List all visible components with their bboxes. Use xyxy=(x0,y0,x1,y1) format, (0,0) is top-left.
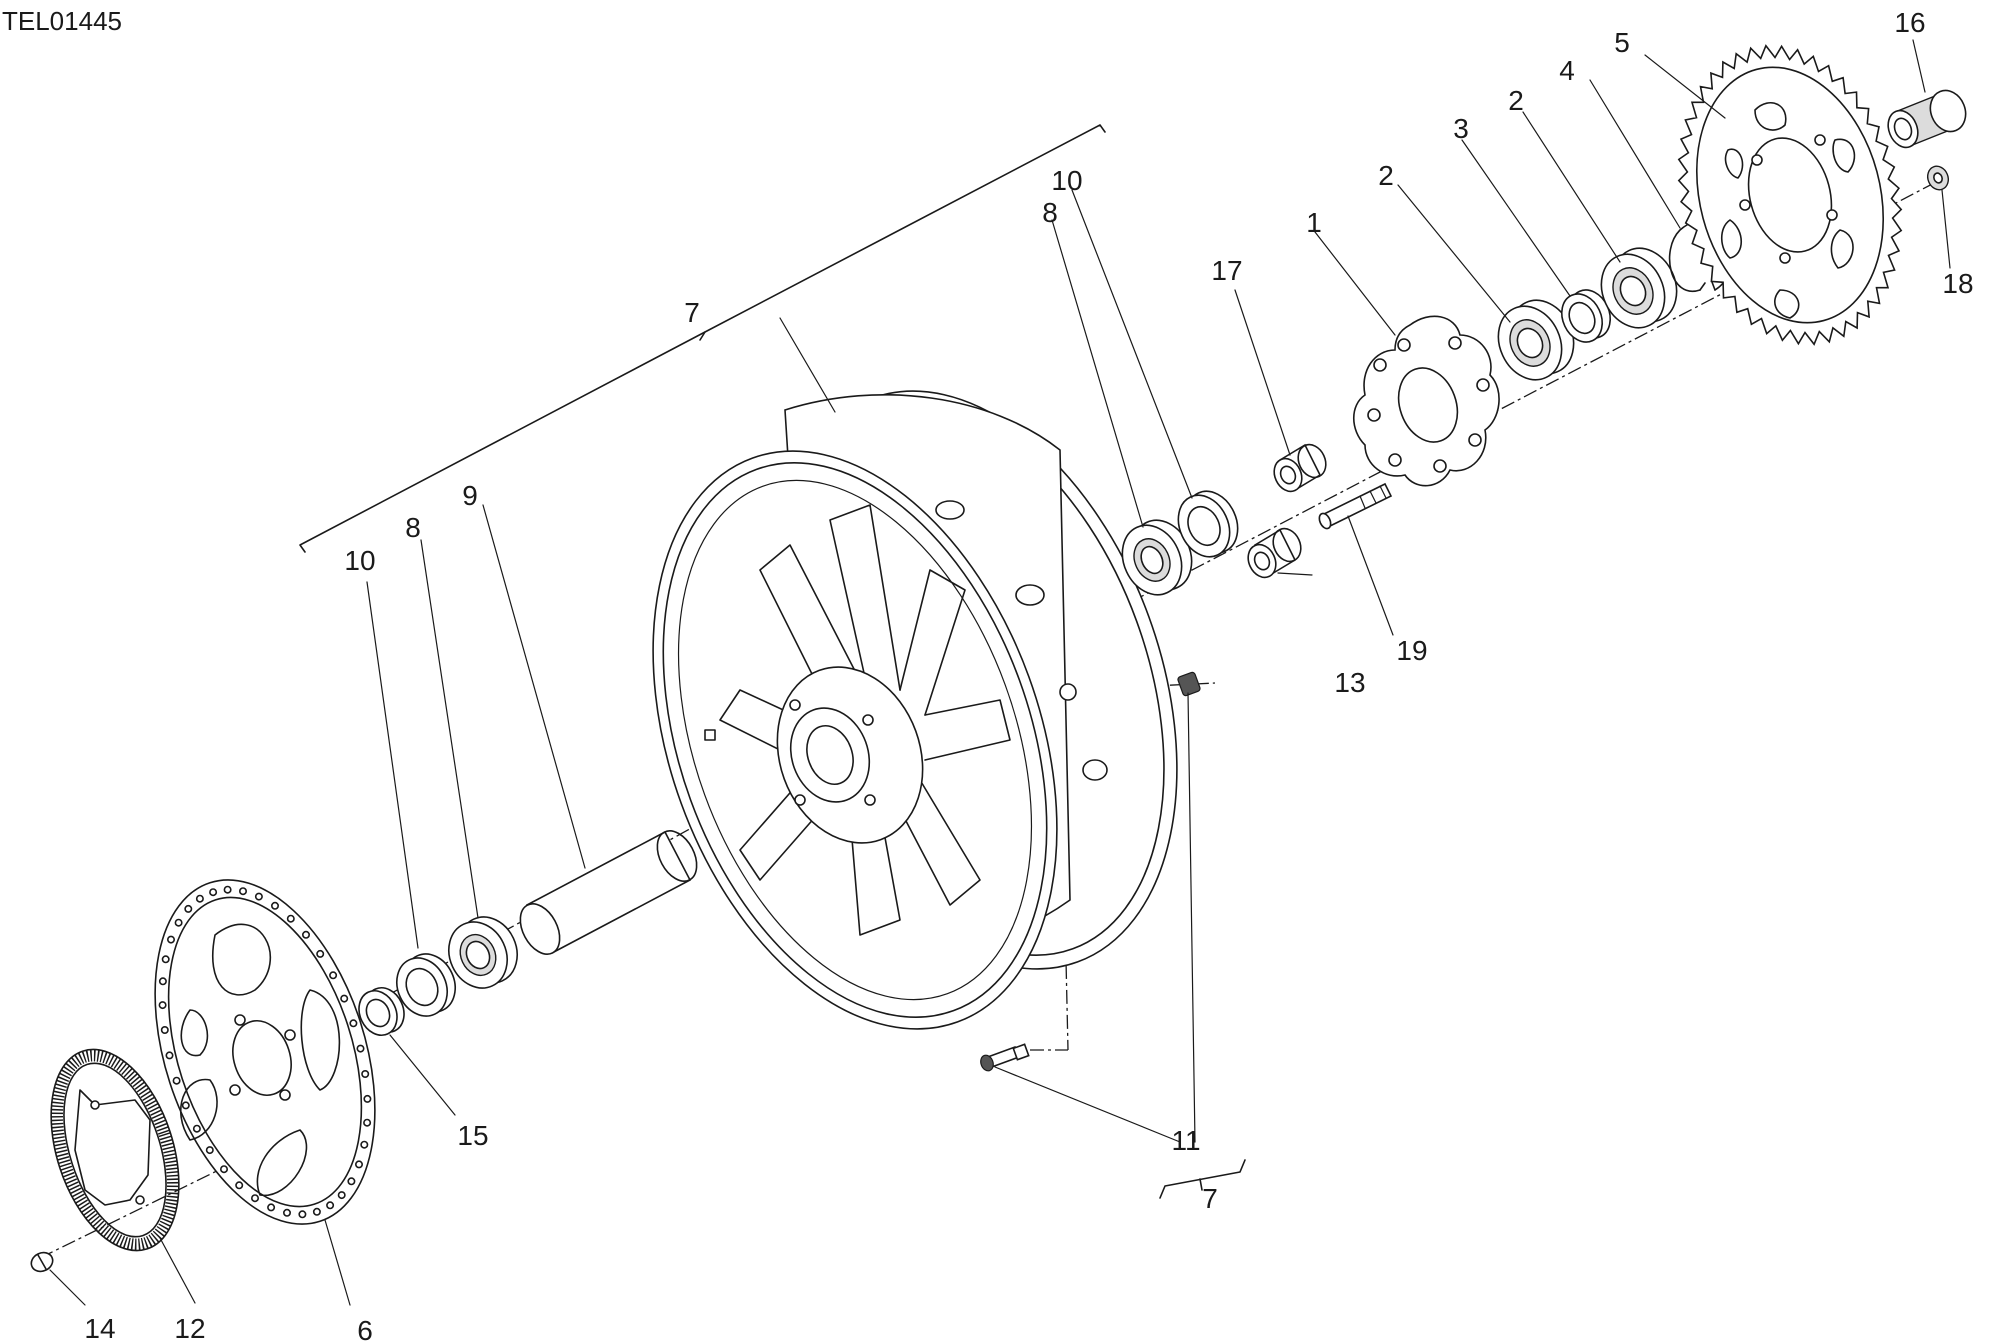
spacer-3 xyxy=(1560,289,1612,343)
seal-10-right xyxy=(1177,490,1239,558)
disc-drill-hole xyxy=(184,904,193,913)
callout-18: 18 xyxy=(1942,268,1973,299)
callout-7b: 7 xyxy=(1202,1183,1218,1214)
disc-drill-hole xyxy=(312,1207,321,1216)
callout-16: 16 xyxy=(1894,7,1925,38)
bearing-2-right xyxy=(1600,247,1678,329)
disc-drill-hole xyxy=(181,1101,190,1110)
disc-drill-hole xyxy=(158,977,167,986)
disc-drill-hole xyxy=(347,1177,356,1186)
disc-drill-hole xyxy=(254,892,263,901)
diagram-code: TEL01445 xyxy=(2,6,122,36)
disc-drill-hole xyxy=(267,1203,276,1212)
disc-drill-hole xyxy=(361,1070,370,1079)
callout-15: 15 xyxy=(457,1120,488,1151)
tyre-valve-11 xyxy=(980,1043,1068,1072)
disc-drill-hole xyxy=(316,949,325,958)
disc-drill-hole xyxy=(174,918,183,927)
disc-drill-hole xyxy=(360,1140,369,1149)
disc-drill-hole xyxy=(160,1026,169,1035)
axle-spacer-9 xyxy=(519,830,698,955)
disc-drill-hole xyxy=(158,1001,167,1010)
leader-lines xyxy=(49,39,1951,1306)
disc-drill-hole xyxy=(340,994,349,1003)
seal-10-left xyxy=(396,953,456,1017)
disc-drill-hole xyxy=(223,885,232,894)
disc-drill-hole xyxy=(172,1076,181,1085)
callout-2a: 2 xyxy=(1378,160,1394,191)
pin-19 xyxy=(1318,482,1393,530)
callout-10b: 10 xyxy=(344,545,375,576)
disc-drill-hole xyxy=(235,1181,244,1190)
callout-8b: 8 xyxy=(405,512,421,543)
brake-disc-6 xyxy=(154,879,376,1225)
disc-drill-hole xyxy=(298,1210,307,1219)
callout-8a: 8 xyxy=(1042,197,1058,228)
callout-9: 9 xyxy=(462,480,478,511)
nut-18 xyxy=(1926,165,1950,191)
disc-drill-hole xyxy=(329,971,338,980)
callout-13: 13 xyxy=(1334,667,1365,698)
wheel-plug-11 xyxy=(1177,671,1201,697)
disc-drill-hole xyxy=(205,1146,214,1155)
callout-14: 14 xyxy=(84,1313,115,1343)
callout-12: 12 xyxy=(174,1313,205,1343)
callout-3: 3 xyxy=(1453,113,1469,144)
callout-11: 11 xyxy=(1171,1125,1200,1156)
disc-drill-hole xyxy=(239,887,248,896)
disc-drill-hole xyxy=(354,1160,363,1169)
bracket-7-bottom xyxy=(1159,1159,1246,1199)
rear-wheel-rim xyxy=(652,390,1178,1030)
disc-drill-hole xyxy=(326,1201,335,1210)
disc-drill-hole xyxy=(301,930,310,939)
callout-4: 4 xyxy=(1559,55,1575,86)
bushing-13 xyxy=(1247,527,1302,579)
disc-drill-hole xyxy=(192,1124,201,1133)
bearing-8-right xyxy=(1121,519,1193,596)
disc-drill-hole xyxy=(195,894,204,903)
disc-drill-hole xyxy=(165,1051,174,1060)
callout-2b: 2 xyxy=(1508,85,1524,116)
callouts: 1 2 2 3 4 5 6 7 7 8 8 9 10 10 11 12 13 1… xyxy=(84,7,1973,1343)
disc-drill-hole xyxy=(286,914,295,923)
disc-drill-hole xyxy=(270,901,279,910)
disc-drill-hole xyxy=(363,1118,372,1127)
disc-drill-hole xyxy=(209,888,218,897)
sprocket-carrier-1 xyxy=(1353,315,1500,487)
disc-drill-hole xyxy=(337,1191,346,1200)
disc-drill-hole xyxy=(161,955,170,964)
disc-drill-hole xyxy=(282,1208,291,1217)
screw-14 xyxy=(30,1251,54,1273)
callout-7a: 7 xyxy=(684,297,700,328)
spacer-15 xyxy=(358,987,405,1036)
disc-drill-hole xyxy=(356,1044,365,1053)
disc-drill-hole xyxy=(363,1094,372,1103)
bracket-7-top xyxy=(299,124,1106,553)
disc-drill-hole xyxy=(220,1165,229,1174)
bearing-8-left xyxy=(448,916,518,989)
disc-drill-hole xyxy=(167,935,176,944)
disc-drill-hole xyxy=(349,1019,358,1028)
callout-5: 5 xyxy=(1614,27,1630,58)
callout-19: 19 xyxy=(1396,635,1427,666)
callout-17: 17 xyxy=(1211,255,1242,286)
bushing-17 xyxy=(1273,443,1327,493)
disc-drill-hole xyxy=(251,1194,260,1203)
callout-6: 6 xyxy=(357,1315,373,1343)
rear-sprocket-5 xyxy=(1677,44,1903,346)
abs-tone-ring-12 xyxy=(50,1048,180,1252)
callout-10a: 10 xyxy=(1051,165,1082,196)
callout-1: 1 xyxy=(1306,207,1322,238)
bush-16 xyxy=(1887,89,1967,149)
